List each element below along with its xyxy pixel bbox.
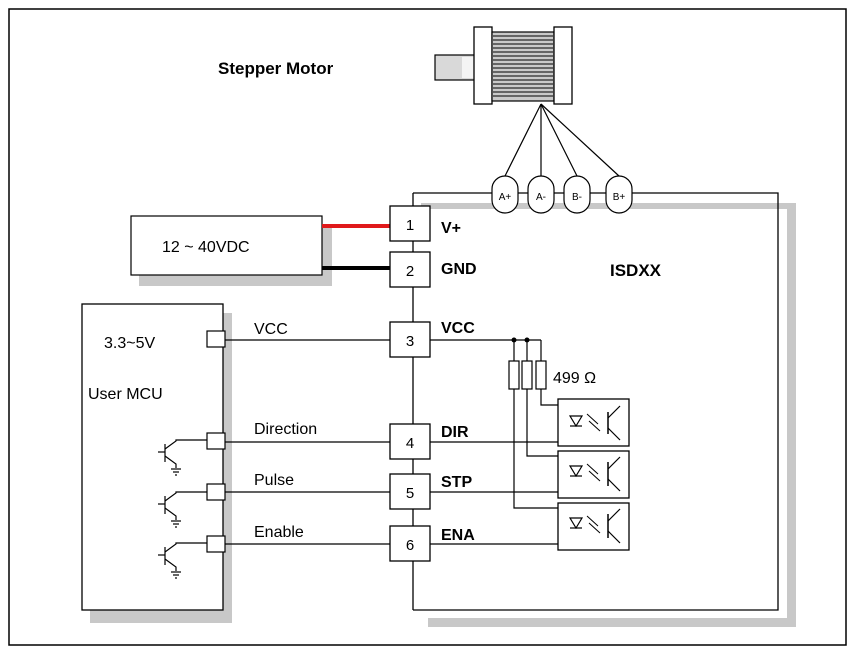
driver-name: ISDXX (610, 261, 662, 280)
driver-box (413, 192, 779, 611)
signal-vcc-label: VCC (254, 321, 288, 338)
mcu-ena-port (206, 535, 226, 553)
driver-pins: 1 V+ 2 GND 3 VCC 4 DIR 5 STP 6 ENA (389, 205, 477, 562)
power-supply-label: 12 ~ 40VDC (162, 239, 250, 256)
pin-4-label: DIR (441, 424, 469, 441)
power-supply-box (130, 215, 323, 276)
vcc-bus (430, 339, 542, 361)
motor-rear-cap (553, 26, 573, 105)
svg-text:4: 4 (406, 435, 414, 452)
motor-front-cap (473, 26, 493, 105)
optocoupler-stp (557, 450, 630, 499)
mcu-box (81, 303, 224, 611)
mcu-vcc-port (206, 330, 226, 348)
svg-text:3: 3 (406, 333, 414, 350)
pin-2-label: GND (441, 261, 477, 278)
signal-enable-label: Enable (254, 524, 304, 541)
diagram-border (8, 8, 847, 646)
terminal-a-minus (527, 175, 555, 214)
pin-1-label: V+ (441, 220, 461, 237)
pin-6-label: ENA (441, 527, 475, 544)
resistor-3 (535, 360, 547, 390)
mcu-pul-port (206, 483, 226, 501)
pin-1-box (389, 205, 431, 242)
terminal-a-plus (491, 175, 519, 214)
svg-text:B-: B- (572, 192, 582, 203)
svg-text:2: 2 (406, 263, 414, 280)
user-mcu: 3.3~5V User MCU VCC Direction Pulse Enab… (81, 303, 390, 623)
terminal-b-minus (563, 175, 591, 214)
resistor-1 (508, 360, 520, 390)
mcu-transistor-dir (158, 439, 207, 476)
motor-title: Stepper Motor (218, 59, 334, 78)
optocoupler-ena (557, 502, 630, 551)
mcu-transistor-ena (158, 542, 207, 579)
pin-2-box (389, 251, 431, 288)
motor-body (491, 31, 555, 102)
resistor-label: 499 Ω (553, 370, 596, 387)
stepper-motor: Stepper Motor (218, 26, 573, 105)
resistors: 499 Ω (508, 360, 596, 390)
resistor-2 (521, 360, 533, 390)
svg-text:6: 6 (406, 537, 414, 554)
mcu-voltage: 3.3~5V (104, 335, 155, 352)
pin-5-label: STP (441, 474, 472, 491)
svg-text:B+: B+ (613, 192, 626, 203)
signal-direction-label: Direction (254, 421, 317, 438)
power-supply: 12 ~ 40VDC (130, 215, 391, 286)
mcu-dir-port (206, 432, 226, 450)
svg-text:A-: A- (536, 192, 546, 203)
signal-pulse-label: Pulse (254, 472, 294, 489)
svg-text:A+: A+ (499, 192, 512, 203)
optocoupler-dir (557, 398, 630, 447)
motor-terminals: A+ A- B- B+ (491, 175, 633, 214)
mcu-name: User MCU (88, 386, 163, 403)
svg-text:5: 5 (406, 485, 414, 502)
motor-wires (504, 103, 620, 177)
mcu-transistor-pul (158, 491, 207, 528)
svg-text:1: 1 (406, 217, 414, 234)
pin-5-box (389, 473, 431, 510)
opto-wiring (430, 389, 577, 545)
pin-3-label: VCC (441, 320, 475, 337)
terminal-b-plus (605, 175, 633, 214)
